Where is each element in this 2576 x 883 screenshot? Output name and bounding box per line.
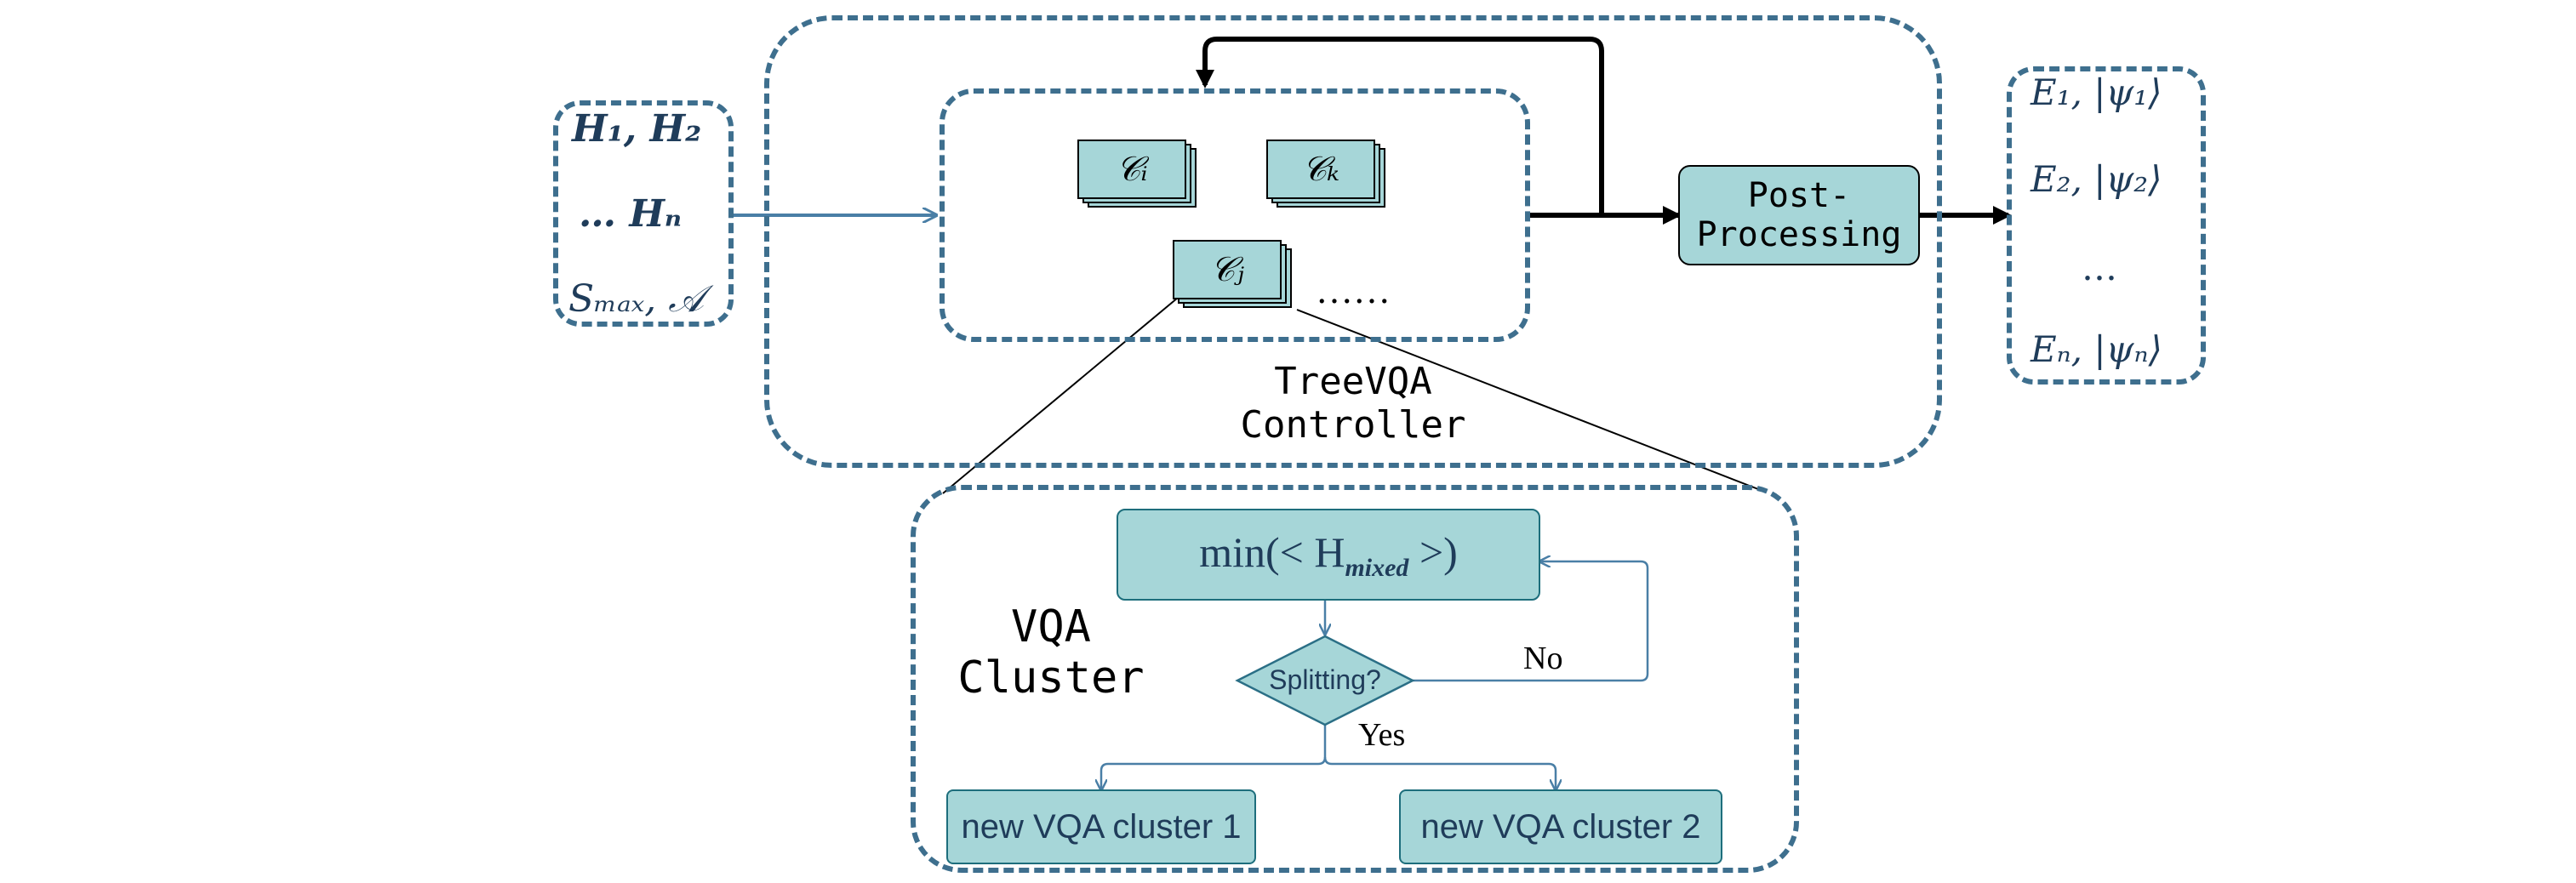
vqa-cluster-label: VQA Cluster — [945, 601, 1157, 704]
vqa-cluster-label-line1: VQA — [1011, 601, 1091, 652]
output-ellipsis: … — [2082, 247, 2117, 288]
input-hamiltonians-1-2: H₁, H₂ — [572, 107, 702, 151]
no-label: No — [1523, 641, 1563, 676]
outputs-box — [2007, 66, 2206, 385]
cluster-stack-i: 𝒞ᵢ — [1077, 140, 1197, 208]
controller-label: TreeVQA Controller — [1225, 360, 1481, 447]
new-cluster-1-box: new VQA cluster 1 — [946, 789, 1256, 864]
objective-box: min(< Hmixed >) — [1117, 509, 1540, 601]
objective-text: min(< H — [1199, 527, 1345, 576]
new-cluster-2-label: new VQA cluster 2 — [1420, 807, 1701, 846]
cluster-stack-j: 𝒞ⱼ — [1173, 240, 1292, 308]
cluster-i-label: 𝒞ᵢ — [1116, 150, 1148, 189]
decision-diamond — [1235, 635, 1415, 726]
objective-end: >) — [1408, 527, 1458, 576]
objective-subscript: mixed — [1345, 553, 1409, 582]
input-smax-ansatz: Sₘₐₓ, 𝒜 — [568, 277, 704, 321]
controller-outer-box — [764, 15, 1942, 468]
controller-label-line2: Controller — [1240, 402, 1466, 447]
post-processing-line1: Post- — [1747, 176, 1851, 215]
new-cluster-2-box: new VQA cluster 2 — [1399, 789, 1722, 864]
controller-label-line1: TreeVQA — [1274, 360, 1432, 403]
feedback-loop-arrow — [1196, 37, 1604, 215]
input-hamiltonian-n: … Hₙ — [579, 192, 683, 236]
post-processing-box: Post- Processing — [1678, 165, 1920, 265]
cluster-stack-k: 𝒞ₖ — [1266, 140, 1385, 208]
vqa-cluster-label-line2: Cluster — [957, 652, 1145, 704]
inputs-box — [553, 100, 734, 327]
output-energy-2: E₂, |ψ₂⟩ — [2031, 158, 2162, 200]
cluster-j-label: 𝒞ⱼ — [1210, 250, 1244, 289]
zoom-line-left — [942, 297, 1179, 494]
output-energy-n: Eₙ, |ψₙ⟩ — [2031, 328, 2162, 370]
no-loop-arrow — [1413, 561, 1649, 682]
clusters-inner-box — [940, 88, 1530, 342]
vqa-cluster-box — [911, 485, 1799, 873]
yes-label: Yes — [1358, 717, 1406, 753]
post-processing-line2: Processing — [1696, 215, 1902, 254]
yes-branch-right-arrow — [1323, 756, 1556, 789]
new-cluster-1-label: new VQA cluster 1 — [961, 807, 1242, 846]
cluster-k-label: 𝒞ₖ — [1302, 150, 1339, 189]
clusters-ellipsis: …… — [1316, 270, 1391, 311]
output-energy-1: E₁, |ψ₁⟩ — [2031, 71, 2162, 113]
decision-text: Splitting? — [1269, 664, 1381, 695]
